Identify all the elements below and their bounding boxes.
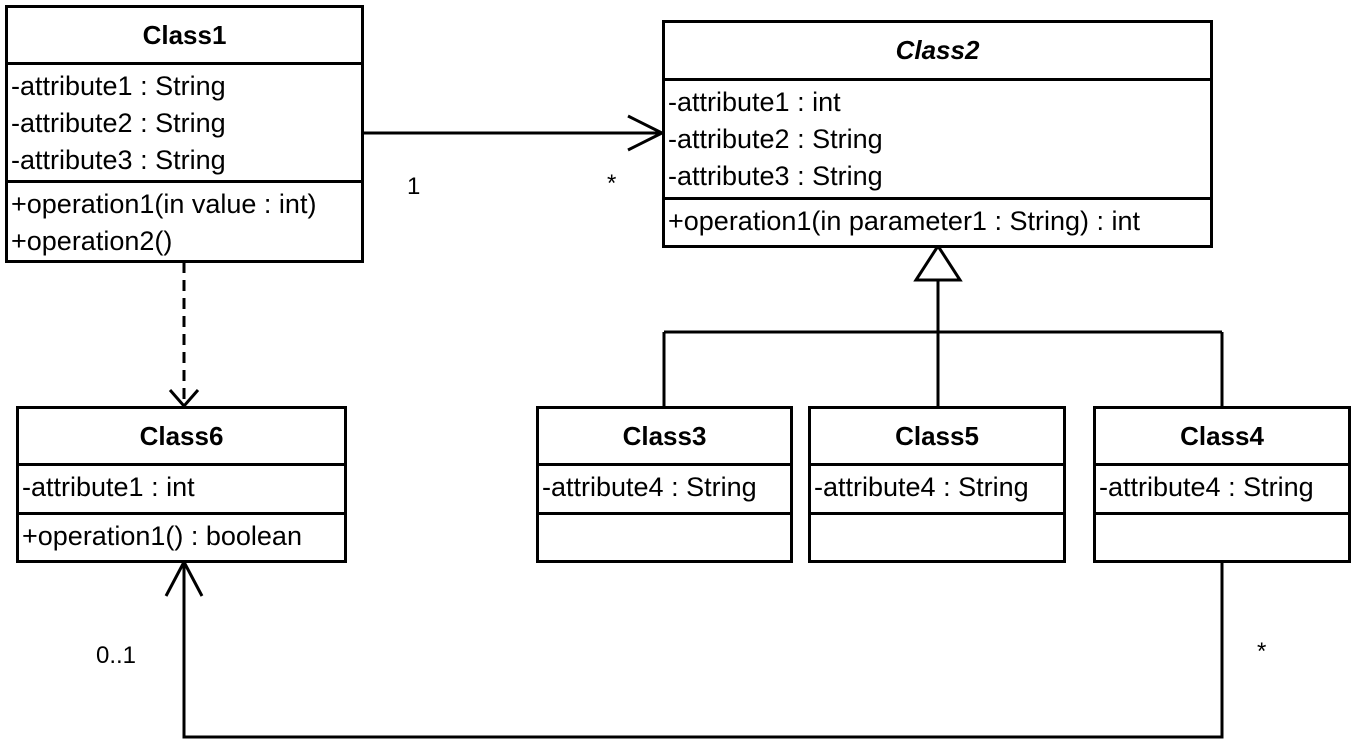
operation: +operation1(in value : int)	[11, 189, 317, 219]
attributes-section: -attribute4 : String	[811, 466, 1063, 515]
class-name: Class1	[8, 8, 361, 65]
attributes-section: -attribute1 : int	[19, 466, 344, 515]
multiplicity-label-class1-end: 1	[407, 173, 421, 200]
class2-box[interactable]: Class2 -attribute1 : int -attribute2 : S…	[662, 20, 1213, 248]
attributes-section: -attribute4 : String	[1096, 466, 1348, 515]
class6-box[interactable]: Class6 -attribute1 : int +operation1() :…	[16, 406, 347, 563]
class-name: Class2	[665, 23, 1210, 81]
operations-section: +operation1(in value : int) +operation2(…	[8, 183, 361, 263]
multiplicity-label-class2-end: *	[607, 170, 617, 197]
multiplicity-label-class6-end: 0..1	[96, 642, 137, 669]
attribute: -attribute1 : int	[668, 87, 841, 117]
operation: +operation1() : boolean	[22, 521, 302, 551]
class-name: Class6	[19, 409, 344, 466]
class5-box[interactable]: Class5 -attribute4 : String	[808, 406, 1066, 563]
attributes-section: -attribute4 : String	[539, 466, 790, 515]
operation: +operation2()	[11, 226, 173, 256]
attribute: -attribute4 : String	[542, 472, 757, 502]
operations-section	[1096, 515, 1348, 521]
attribute: -attribute1 : int	[22, 472, 195, 502]
attribute: -attribute2 : String	[668, 124, 883, 154]
operations-section: +operation1() : boolean	[19, 515, 344, 558]
class-name: Class3	[539, 409, 790, 466]
generalization-triangle	[913, 243, 963, 282]
attribute: -attribute3 : String	[668, 161, 883, 191]
operations-section	[811, 515, 1063, 521]
class-name: Class4	[1096, 409, 1348, 466]
attribute: -attribute4 : String	[814, 472, 1029, 502]
class-name: Class5	[811, 409, 1063, 466]
attribute: -attribute3 : String	[11, 145, 226, 175]
attributes-section: -attribute1 : String -attribute2 : Strin…	[8, 65, 361, 183]
operation: +operation1(in parameter1 : String) : in…	[668, 206, 1140, 236]
operations-section	[539, 515, 790, 521]
attribute: -attribute1 : String	[11, 71, 226, 101]
class3-box[interactable]: Class3 -attribute4 : String	[536, 406, 793, 563]
attribute: -attribute2 : String	[11, 108, 226, 138]
operations-section: +operation1(in parameter1 : String) : in…	[665, 200, 1210, 243]
association-line-class4-class6	[182, 561, 1224, 739]
multiplicity-label-class4-end: *	[1257, 638, 1267, 665]
class1-box[interactable]: Class1 -attribute1 : String -attribute2 …	[5, 5, 364, 263]
class4-box[interactable]: Class4 -attribute4 : String	[1093, 406, 1351, 563]
attributes-section: -attribute1 : int -attribute2 : String -…	[665, 81, 1210, 200]
attribute: -attribute4 : String	[1099, 472, 1314, 502]
